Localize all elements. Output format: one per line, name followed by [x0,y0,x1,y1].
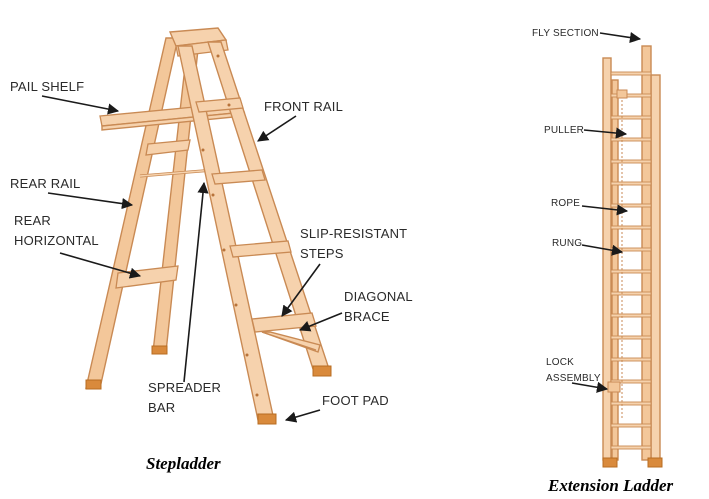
step-3 [229,240,292,258]
ext-foot-pad-right [647,457,663,468]
rung [610,225,652,230]
rung [610,291,652,296]
label-lock-assembly-line1: LOCK [546,357,574,368]
label-spreader-bar-line1: SPREADER [148,380,221,395]
extension-ladder: FLY SECTION PULLER ROPE RUNG LOCK ASSEMB… [532,28,674,495]
label-rung: RUNG [552,238,582,249]
lock-assembly [607,381,621,393]
rung [610,335,652,340]
rung [610,137,652,142]
label-slip-resistant-line2: STEPS [300,246,344,261]
rung [610,71,652,76]
puller-block [616,89,628,99]
rung [610,115,652,120]
extension-callouts: FLY SECTION PULLER ROPE RUNG LOCK ASSEMB… [532,28,642,393]
label-diagonal-brace-line2: BRACE [344,309,390,324]
label-diagonal-brace-line1: DIAGONAL [344,289,413,304]
label-lock-assembly-line2: ASSEMBLY [546,373,601,384]
label-rope: ROPE [551,198,580,209]
rung [610,93,652,98]
base-rail-right [650,74,661,461]
rear-horizontal-upper [145,139,191,156]
step-1 [195,97,244,113]
rung [610,159,652,164]
label-front-rail: FRONT RAIL [264,99,343,114]
ext-foot-pad-left [602,457,618,468]
caption-stepladder: Stepladder [146,454,221,473]
label-foot-pad: FOOT PAD [322,393,389,408]
label-fly-section: FLY SECTION [532,28,599,39]
stepladder: PAIL SHELF FRONT RAIL REAR RAIL REAR HOR… [10,27,413,473]
caption-extension-ladder: Extension Ladder [547,476,674,495]
label-slip-resistant-line1: SLIP-RESISTANT [300,226,407,241]
step-2 [211,169,266,185]
front-foot-pad-right [312,365,332,377]
label-spreader-bar-line2: BAR [148,400,175,415]
stepladder-callouts: PAIL SHELF FRONT RAIL REAR RAIL REAR HOR… [10,79,413,423]
rung [610,401,652,406]
label-rear-horizontal-line2: HORIZONTAL [14,233,99,248]
rivets [201,54,259,397]
rung [610,203,652,208]
label-rear-horizontal-line1: REAR [14,213,51,228]
rear-foot-pad-left [85,379,102,390]
rung [610,313,652,318]
label-puller: PULLER [544,125,584,136]
fly-rail-right [641,45,652,461]
rear-foot-pad-right [151,345,168,355]
front-frame [177,41,332,425]
label-pail-shelf: PAIL SHELF [10,79,84,94]
rung [610,423,652,428]
rung [610,181,652,186]
rung [610,445,652,450]
rung [610,357,652,362]
rear-frame [85,37,200,390]
base-rail-left [602,57,612,461]
rung [610,269,652,274]
rungs [610,71,652,450]
front-foot-pad-left [257,413,277,425]
label-rear-rail: REAR RAIL [10,176,80,191]
